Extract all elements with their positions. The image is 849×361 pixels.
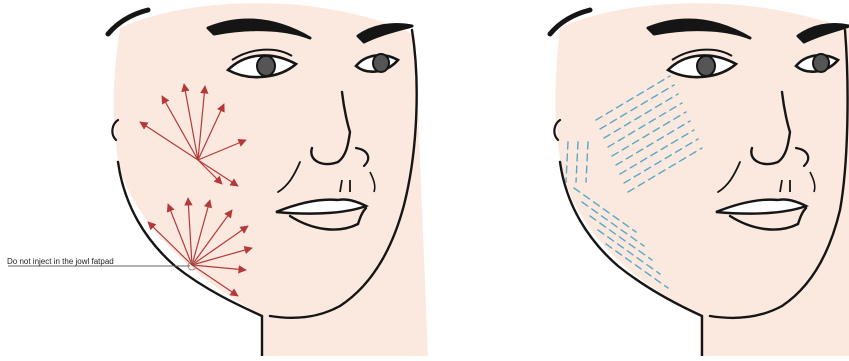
jowl-fatpad-warning-label: Do not inject in the jowl fatpad [7, 257, 114, 266]
right-iris-2 [813, 54, 829, 72]
right-face-panel [550, 3, 849, 356]
left-iris-2 [373, 54, 389, 72]
left-iris-1 [257, 56, 275, 76]
right-iris-1 [697, 56, 715, 76]
left-face-panel [8, 3, 428, 356]
